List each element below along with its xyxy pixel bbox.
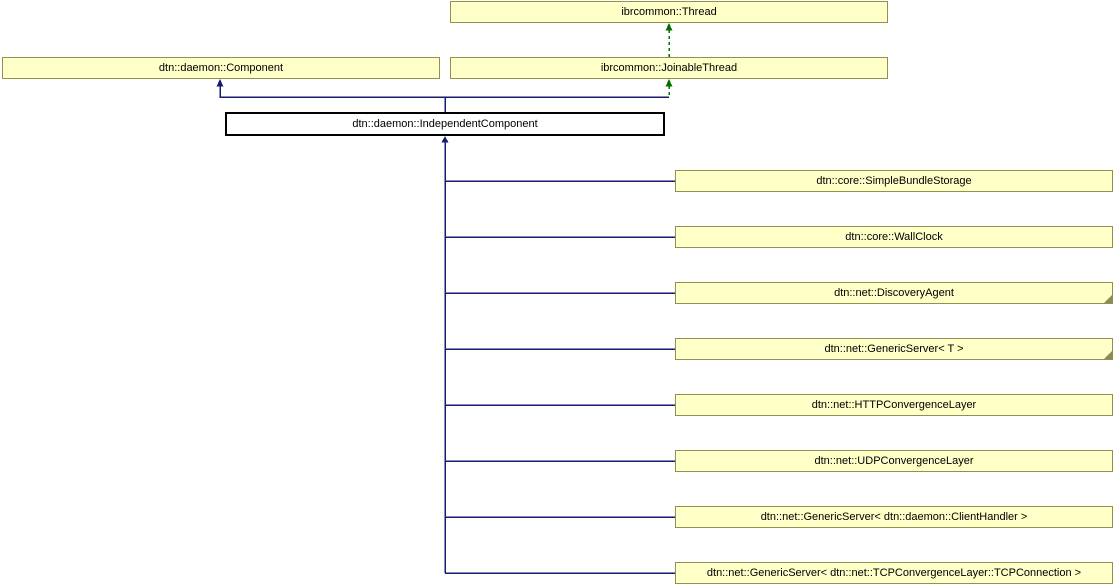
class-node-dtn-core-wallclock[interactable]: dtn::core::WallClock (675, 226, 1113, 248)
class-node-ibrcommon-joinablethread[interactable]: ibrcommon::JoinableThread (450, 57, 888, 79)
class-node-dtn-net-genericserver-tcpconnection[interactable]: dtn::net::GenericServer< dtn::net::TCPCo… (675, 562, 1113, 584)
class-label: dtn::net::GenericServer< dtn::net::TCPCo… (706, 567, 1082, 579)
class-label: dtn::net::HTTPConvergenceLayer (811, 399, 977, 411)
class-label: dtn::core::WallClock (845, 231, 943, 243)
folded-corner-icon (1104, 295, 1112, 303)
arrowhead-thread (665, 23, 673, 31)
folded-corner-icon (1104, 351, 1112, 359)
class-node-dtn-net-httpconvergencelayer[interactable]: dtn::net::HTTPConvergenceLayer (675, 394, 1113, 416)
class-node-dtn-daemon-component[interactable]: dtn::daemon::Component (2, 57, 440, 79)
arrowhead-independentcomponent (441, 136, 449, 143)
class-node-ibrcommon-thread[interactable]: ibrcommon::Thread (450, 1, 888, 23)
class-label: dtn::net::GenericServer< dtn::daemon::Cl… (760, 511, 1028, 523)
class-node-dtn-net-genericserver-t[interactable]: dtn::net::GenericServer< T > (675, 338, 1113, 360)
arrowhead-joinablethread (665, 79, 673, 87)
class-label: ibrcommon::JoinableThread (600, 62, 738, 74)
class-label: ibrcommon::Thread (621, 6, 717, 18)
class-label: dtn::daemon::IndependentComponent (352, 118, 538, 130)
class-label: dtn::daemon::Component (158, 62, 284, 74)
class-label: dtn::net::GenericServer< T > (824, 343, 964, 355)
class-node-dtn-daemon-independentcomponent: dtn::daemon::IndependentComponent (225, 112, 665, 136)
class-label: dtn::net::UDPConvergenceLayer (814, 455, 974, 467)
class-node-dtn-core-simplebundlestorage[interactable]: dtn::core::SimpleBundleStorage (675, 170, 1113, 192)
class-node-dtn-net-udpconvergencelayer[interactable]: dtn::net::UDPConvergenceLayer (675, 450, 1113, 472)
arrowhead-component (216, 79, 224, 87)
class-node-dtn-net-discoveryagent[interactable]: dtn::net::DiscoveryAgent (675, 282, 1113, 304)
class-node-dtn-net-genericserver-clienthandler[interactable]: dtn::net::GenericServer< dtn::daemon::Cl… (675, 506, 1113, 528)
class-label: dtn::net::DiscoveryAgent (834, 287, 954, 299)
class-label: dtn::core::SimpleBundleStorage (816, 175, 972, 187)
